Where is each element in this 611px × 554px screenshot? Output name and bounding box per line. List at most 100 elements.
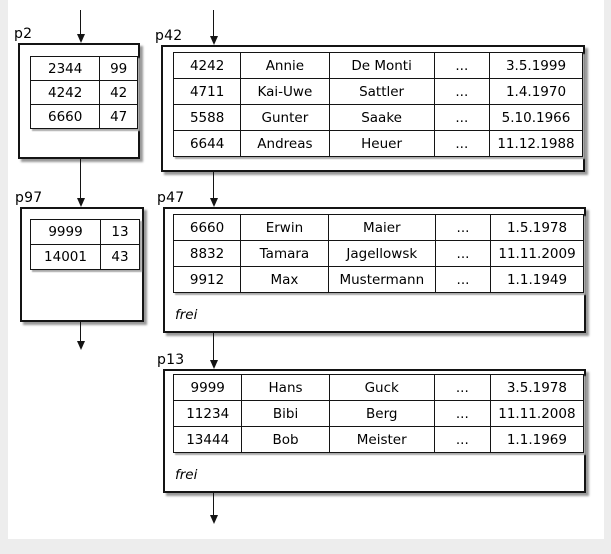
arrow-down-icon (209, 360, 218, 369)
arrow-down-icon (76, 341, 85, 350)
record-cell: Meister (328, 426, 435, 453)
record-cell: Max (240, 266, 329, 293)
arrow-line-p42-to-p47 (213, 172, 214, 198)
record-cell: ... (433, 374, 491, 401)
arrow-line-into-p2 (80, 10, 81, 35)
page-label-p47: p47 (157, 190, 185, 206)
record-cell: ... (433, 52, 491, 79)
record-cell: 1.1.1969 (489, 426, 585, 453)
record-cell: Heuer (328, 130, 435, 157)
record-cell: Sattler (328, 78, 435, 105)
record-cell: ... (433, 130, 491, 157)
record-cell: Gunter (240, 104, 330, 131)
page-label-p42: p42 (155, 28, 183, 44)
arrow-down-icon (76, 198, 85, 207)
record-cell: 8832 (172, 240, 242, 267)
record-cell: 1.1.1949 (490, 266, 584, 293)
record-cell: 5588 (172, 104, 242, 131)
record-cell: 11234 (172, 400, 243, 427)
arrow-down-icon (209, 36, 218, 45)
record-cell: 43 (100, 244, 140, 270)
record-cell: 3.5.1999 (489, 52, 583, 79)
record-cell: 99 (99, 56, 138, 81)
arrow-down-icon (209, 198, 218, 207)
record-cell: Guck (328, 374, 435, 401)
record-cell: 14001 (30, 244, 101, 270)
free-space-label: frei (175, 307, 198, 323)
record-cell: Mustermann (327, 266, 436, 293)
record-cell: Hans (241, 374, 330, 401)
record-cell: 11.11.2008 (489, 400, 585, 427)
record-cell: Bob (241, 426, 330, 453)
page-label-p97: p97 (15, 190, 43, 206)
record-cell: 2344 (29, 56, 101, 81)
record-cell: ... (433, 400, 491, 427)
record-cell: ... (434, 266, 492, 293)
record-cell: Kai-Uwe (240, 78, 330, 105)
record-cell: Berg (328, 400, 435, 427)
record-cell: 13 (100, 219, 140, 245)
record-cell: ... (434, 240, 492, 267)
record-cell: 4711 (172, 78, 242, 105)
record-cell: Annie (240, 52, 330, 79)
record-cell: ... (434, 214, 492, 241)
record-cell: Jagellowsk (327, 240, 436, 267)
arrow-line-into-p42 (213, 10, 214, 37)
arrow-line-p97-out (80, 322, 81, 341)
record-cell: 6644 (172, 130, 242, 157)
record-cell: ... (433, 426, 491, 453)
record-cell: 13444 (172, 426, 243, 453)
record-cell: De Monti (328, 52, 435, 79)
record-cell: 5.10.1966 (489, 104, 583, 131)
arrow-down-icon (76, 34, 85, 43)
record-cell: 6660 (29, 104, 101, 129)
page-label-p2: p2 (14, 26, 33, 42)
arrow-line-p13-out (213, 493, 214, 515)
record-cell: 4242 (172, 52, 242, 79)
record-cell: Tamara (240, 240, 329, 267)
record-cell: 11.11.2009 (490, 240, 584, 267)
record-cell: ... (433, 104, 491, 131)
record-cell: 9999 (30, 219, 101, 245)
record-cell: 9912 (172, 266, 242, 293)
record-cell: 1.5.1978 (490, 214, 584, 241)
record-cell: Saake (328, 104, 435, 131)
record-cell: Maier (327, 214, 436, 241)
record-cell: 3.5.1978 (489, 374, 585, 401)
record-cell: Erwin (240, 214, 329, 241)
record-cell: Andreas (240, 130, 330, 157)
record-cell: 47 (99, 104, 138, 129)
record-cell: 1.4.1970 (489, 78, 583, 105)
record-cell: ... (433, 78, 491, 105)
record-cell: 9999 (172, 374, 243, 401)
record-cell: 11.12.1988 (489, 130, 583, 157)
free-space-label: frei (175, 467, 198, 483)
arrow-down-icon (209, 515, 218, 524)
record-cell: 4242 (29, 80, 101, 105)
record-cell: 42 (99, 80, 138, 105)
